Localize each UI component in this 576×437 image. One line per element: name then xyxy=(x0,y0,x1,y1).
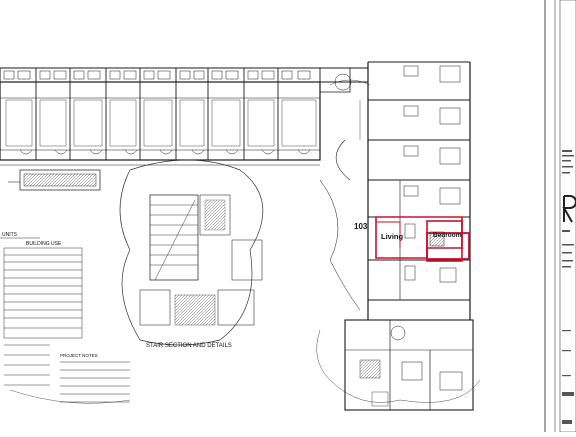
title-block xyxy=(544,0,576,433)
living-room-label: Living xyxy=(381,232,404,241)
units-heading: UNITS xyxy=(2,232,17,238)
unit-number-label: 103 xyxy=(354,222,368,231)
unit-103-highlight xyxy=(375,216,470,262)
north-wing-units xyxy=(0,67,369,166)
project-notes-heading: PROJECT NOTES xyxy=(60,353,98,358)
building-use-heading: BUILDING USE xyxy=(26,241,62,247)
stair-section-title: STAIR SECTION AND DETAILS xyxy=(146,343,232,349)
south-wing xyxy=(316,319,481,411)
bedroom-label: Bedroom xyxy=(433,232,462,239)
building-use-table xyxy=(0,237,131,404)
east-wing-units xyxy=(319,61,471,320)
stair-detail xyxy=(8,159,264,346)
